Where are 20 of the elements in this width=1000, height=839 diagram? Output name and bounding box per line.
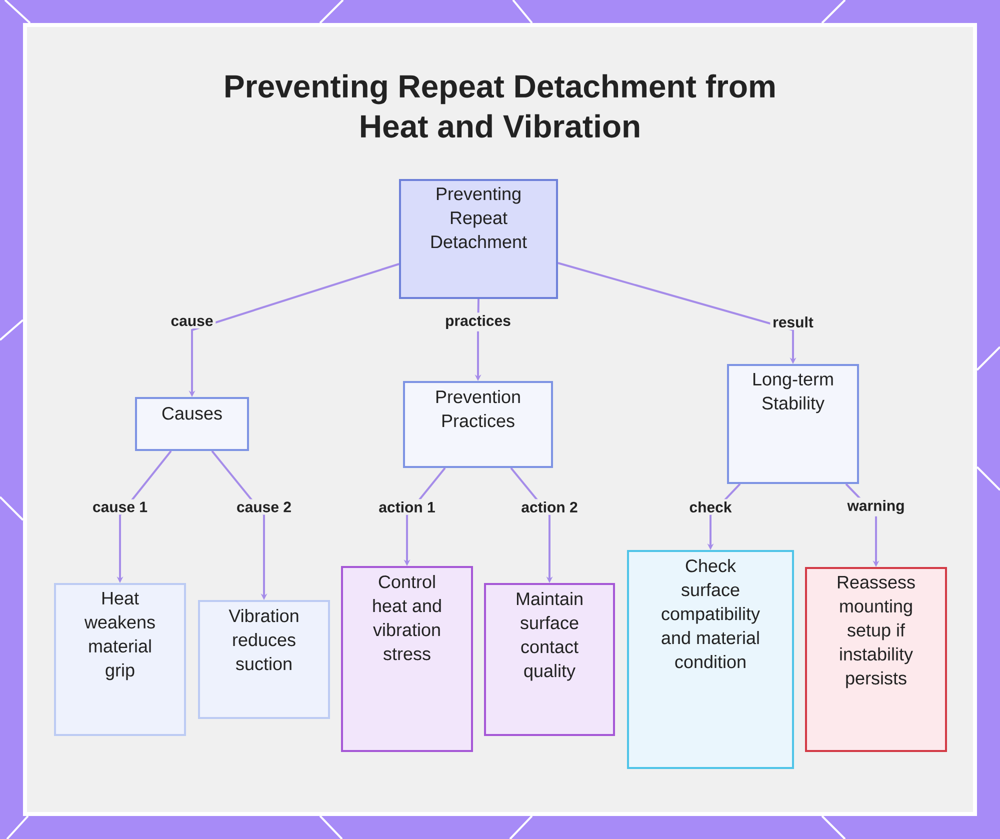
detail-box: Maintain surface contact quality xyxy=(484,583,615,736)
edge-label: cause 2 xyxy=(234,499,294,515)
category-box: Causes xyxy=(135,397,249,451)
category-box: Prevention Practices xyxy=(403,381,553,468)
detail-box: Heat weakens material grip xyxy=(54,583,186,736)
edge-label: cause 1 xyxy=(90,499,150,515)
edge-label: practices xyxy=(442,312,514,332)
edge-label: action 1 xyxy=(376,499,438,515)
edge-label: cause xyxy=(168,315,216,328)
detail-box: Check surface compatibility and material condition xyxy=(627,550,794,769)
edge-label: check xyxy=(686,499,734,515)
category-box: Long-term Stability xyxy=(727,364,859,484)
edge-label: action 2 xyxy=(518,499,580,515)
edge-label: warning xyxy=(844,498,908,516)
detail-box: Control heat and vibration stress xyxy=(341,566,473,752)
detail-box: Vibration reduces suction xyxy=(198,600,330,719)
detail-box: Reassess mounting setup if instability persists xyxy=(805,567,947,752)
topic-box: Preventing Repeat Detachment xyxy=(399,179,558,299)
edge-label: result xyxy=(770,314,816,330)
title: Preventing Repeat Detachment from Heat and Vibration xyxy=(226,74,774,138)
